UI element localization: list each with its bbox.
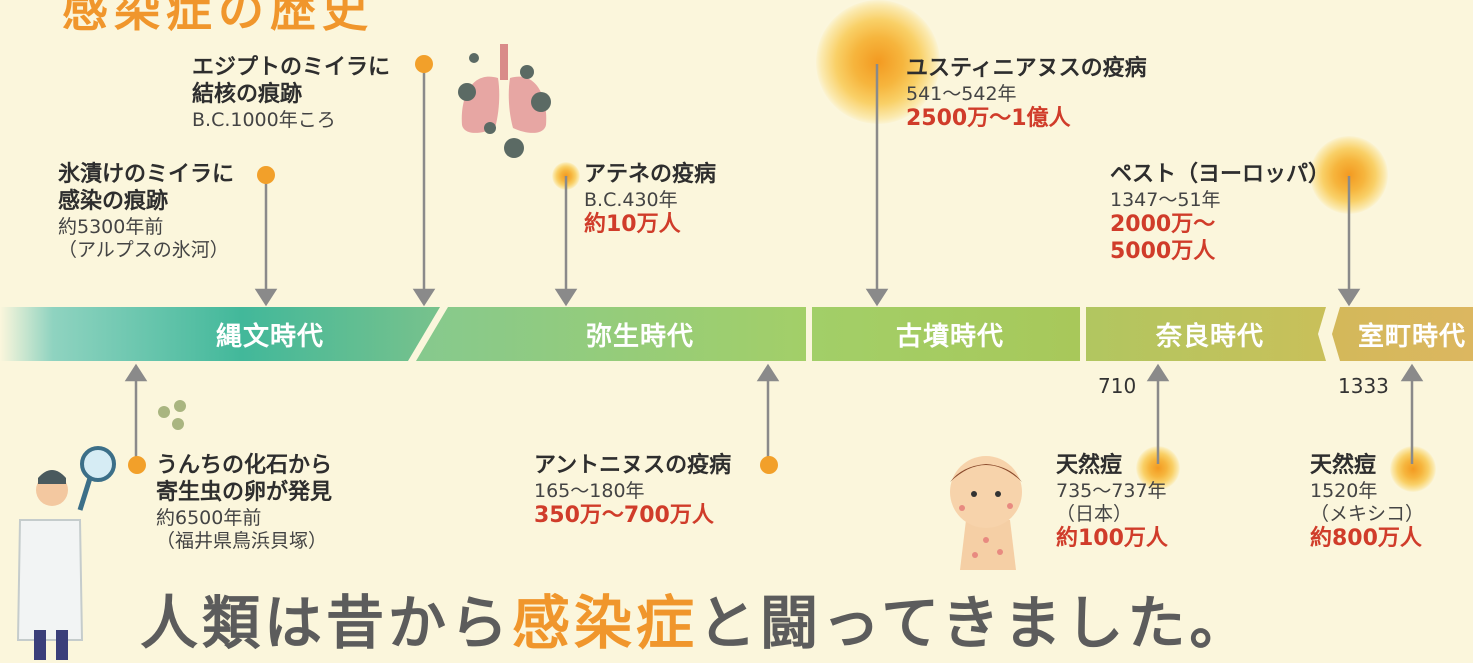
event-antonine-plague: アントニヌスの疫病 165〜180年 350万〜700万人 xyxy=(534,453,732,528)
event-justinian-plague: ユスティニアヌスの疫病 541〜542年 2500万〜1億人 xyxy=(906,56,1147,131)
headline-part1: 人類は昔から xyxy=(140,589,513,657)
era-muromachi-band xyxy=(1332,307,1473,361)
era-nara-band xyxy=(1086,307,1326,361)
page-title: 感染症の歴史 xyxy=(62,0,374,37)
year-1333: 1333 xyxy=(1338,374,1389,398)
era-label-muromachi: 室町時代 xyxy=(1358,321,1467,352)
event-egypt-mummy: エジプトのミイラに 結核の痕跡 B.C.1000年ころ xyxy=(192,55,391,131)
doctor-illustration xyxy=(16,446,116,660)
year-710: 710 xyxy=(1098,374,1137,398)
dot-egypt xyxy=(415,55,433,73)
era-kofun-band xyxy=(812,307,1080,361)
event-smallpox-mexico: 天然痘 1520年 （メキシコ） 約800万人 xyxy=(1310,453,1425,552)
headline: 人類は昔から感染症と闘ってきました。 xyxy=(140,588,1251,658)
era-label-kofun: 古墳時代 xyxy=(895,321,1004,352)
dot-fossil xyxy=(128,456,146,474)
event-athens-plague: アテネの疫病 B.C.430年 約10万人 xyxy=(584,162,717,237)
era-label-yayoi: 弥生時代 xyxy=(585,321,694,352)
dot-ice-mummy xyxy=(257,166,275,184)
era-yayoi-band xyxy=(416,307,806,361)
event-ice-mummy: 氷漬けのミイラに 感染の痕跡 約5300年前 （アルプスの氷河） xyxy=(58,162,235,261)
era-label-nara: 奈良時代 xyxy=(1155,321,1264,352)
baby-illustration xyxy=(950,456,1022,570)
event-black-death: ペスト（ヨーロッパ） 1347〜51年 2000万〜 5000万人 xyxy=(1110,162,1331,264)
lungs-illustration xyxy=(458,44,551,158)
headline-keyword: 感染症 xyxy=(512,589,699,657)
egg-dots xyxy=(158,400,186,430)
era-label-jomon: 縄文時代 xyxy=(215,321,324,352)
event-smallpox-japan: 天然痘 735〜737年 （日本） 約100万人 xyxy=(1056,453,1168,552)
dot-antonine xyxy=(760,456,778,474)
era-jomon-band xyxy=(0,307,440,361)
event-fossil-parasite: うんちの化石から 寄生虫の卵が発見 約6500年前 （福井県鳥浜貝塚） xyxy=(156,453,333,552)
headline-part3: と闘ってきました。 xyxy=(698,589,1252,657)
